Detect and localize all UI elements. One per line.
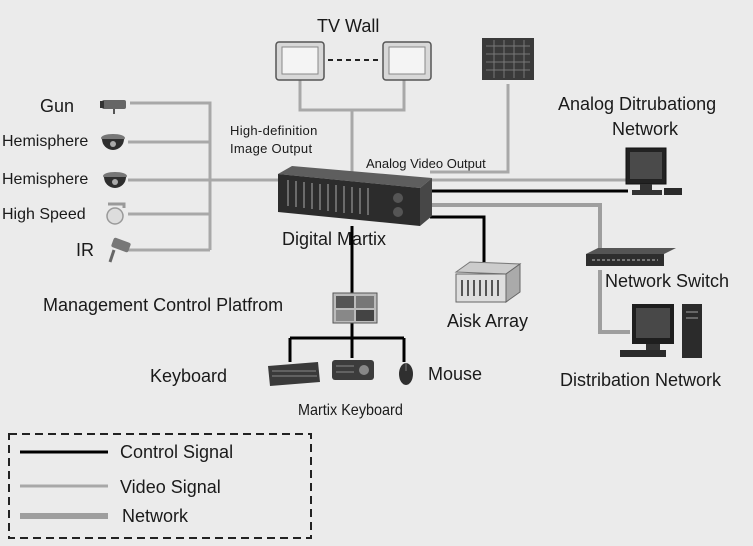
analog-network-label-line2: Network (612, 119, 679, 139)
tv-wall-monitor-right-icon (382, 41, 432, 81)
control-line-peripherals (288, 320, 406, 362)
analog-network-computer-icon (625, 147, 682, 195)
tv-wall-monitor-left-icon (275, 41, 325, 81)
digital-matrix-label: Digital Martix (282, 229, 387, 249)
mouse-label: Mouse (428, 364, 483, 384)
distribution-network-computer-icon (620, 304, 702, 358)
legend-control-signal-label: Control Signal (120, 442, 234, 462)
hemisphere-2-label: Hemisphere (2, 171, 89, 188)
video-line-gun (130, 101, 212, 250)
analog-video-output-label: Analog Video Output (366, 156, 486, 171)
hd-output-label-line1: High-definition (230, 123, 318, 138)
legend-box (8, 433, 312, 539)
analog-network-label-line1: Analog Ditrubationg (558, 94, 717, 114)
network-line-switch (430, 203, 602, 250)
hemisphere-camera-1-icon (101, 134, 125, 150)
high-speed-camera-icon (106, 202, 126, 225)
keyboard-icon (268, 362, 320, 386)
control-line-disk-array (430, 215, 486, 262)
digital-matrix-device-icon (278, 166, 432, 226)
matrix-keyboard-icon (332, 360, 374, 380)
disk-array-icon (454, 261, 522, 303)
hd-output-label-line2: Image Output (230, 141, 313, 156)
network-line-distribution (598, 270, 630, 334)
high-speed-label: High Speed (2, 206, 86, 223)
legend-video-signal-label: Video Signal (120, 477, 221, 497)
control-signal-lines (288, 189, 628, 362)
network-switch-icon (586, 248, 676, 266)
hemisphere-1-label: Hemisphere (2, 133, 89, 150)
management-platform-label: Management Control Platfrom (43, 295, 284, 315)
mouse-icon (399, 363, 413, 385)
network-lines (430, 203, 630, 334)
matrix-keyboard-label: Martix Keyboard (298, 402, 403, 419)
keyboard-device-icon (482, 38, 534, 80)
keyboard-label: Keyboard (150, 366, 228, 386)
ir-camera-icon (108, 237, 131, 263)
network-switch-label: Network Switch (605, 271, 730, 291)
video-line-tv-wall (298, 78, 406, 112)
ir-label: IR (76, 240, 94, 260)
video-line-analog-output (430, 84, 510, 174)
distribution-network-label: Distribation Network (560, 370, 722, 390)
gun-label: Gun (40, 96, 75, 116)
management-platform-icon (332, 292, 378, 324)
hemisphere-camera-2-icon (103, 172, 127, 188)
gun-camera-icon (100, 100, 126, 114)
legend-network-label: Network (122, 506, 189, 526)
disk-array-label: Aisk Array (447, 311, 529, 331)
tv-wall-label: TV Wall (317, 16, 380, 36)
video-signal-lines (128, 78, 628, 252)
